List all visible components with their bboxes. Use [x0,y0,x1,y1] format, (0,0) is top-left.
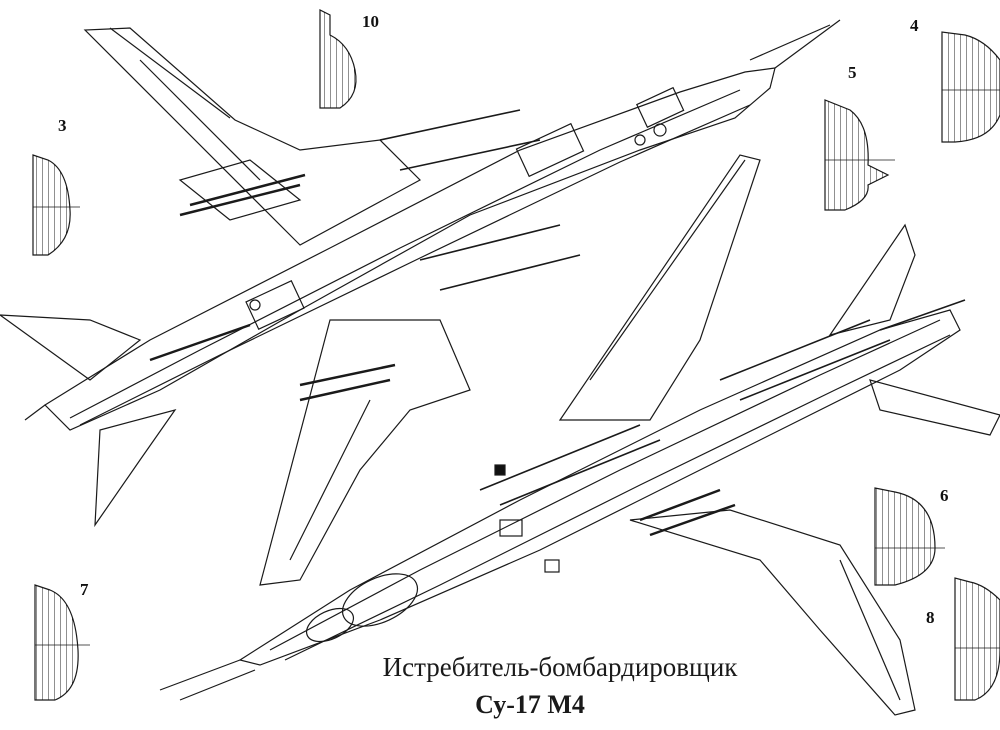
section-label-4: 4 [910,16,919,35]
aircraft-view-underside [0,19,841,586]
section-10-profile [319,9,357,109]
caption-title: Су-17 М4 [475,690,585,719]
section-7-profile [34,584,90,701]
section-profiles [32,9,1000,701]
section-label-6: 6 [940,486,949,505]
section-3-profile [32,154,80,256]
section-4-profile [941,31,1000,143]
section-label-8: 8 [926,608,935,627]
section-6-profile [874,487,945,586]
section-5-profile [824,99,895,211]
section-label-5: 5 [848,63,857,82]
section-label-10: 10 [362,12,379,31]
section-label-3: 3 [58,116,67,135]
caption-subtitle: Истребитель-бомбардировщик [382,652,738,682]
section-label-7: 7 [80,580,89,599]
aircraft-view-top [159,154,1000,716]
section-8-profile [954,577,1000,701]
